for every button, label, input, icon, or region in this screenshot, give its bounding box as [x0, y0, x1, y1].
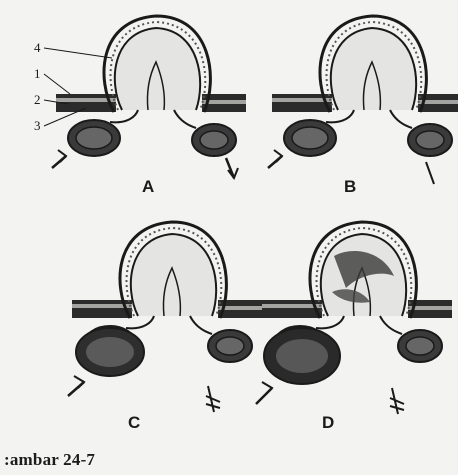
label-2: 2: [34, 92, 41, 107]
panel-label-a: A: [142, 177, 154, 196]
panel-b: B: [268, 16, 458, 196]
figure-caption: :ambar 24-7: [4, 450, 95, 470]
panel-label-c: C: [128, 413, 140, 432]
label-3: 3: [34, 118, 41, 133]
panel-c: C: [68, 222, 262, 432]
panel-a: A: [52, 16, 246, 196]
label-1: 1: [34, 66, 41, 81]
panel-label-d: D: [322, 413, 334, 432]
label-4: 4: [34, 40, 41, 55]
panel-d: D: [256, 222, 452, 432]
panel-label-b: B: [344, 177, 356, 196]
numbered-labels: 4 1 2 3: [34, 40, 112, 133]
